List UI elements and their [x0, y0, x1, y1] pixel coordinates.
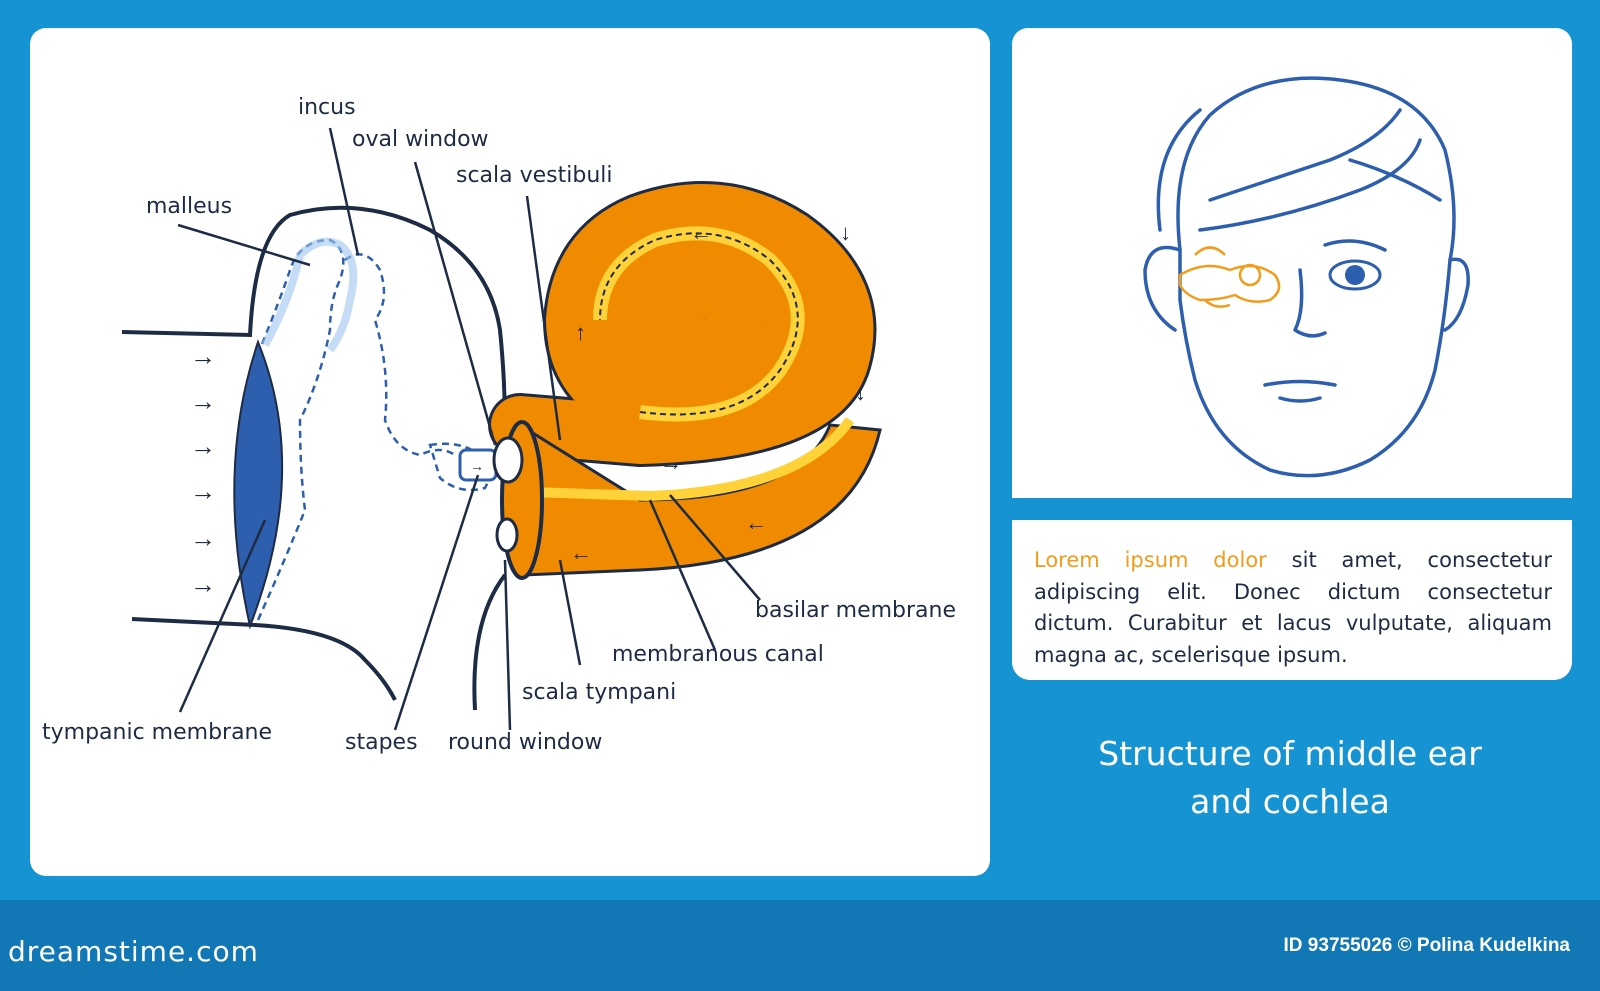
arrow-right-icon: → — [190, 476, 216, 506]
label-membranous-canal: membranous canal — [612, 642, 824, 667]
malleus-shape — [256, 238, 345, 621]
arrow-right-icon: → — [190, 569, 216, 599]
round-window-shape — [495, 517, 519, 553]
arrow-right-icon: → — [660, 450, 682, 475]
label-tympanic-membrane: tympanic membrane — [42, 720, 273, 745]
label-round-window: round window — [448, 730, 603, 755]
arrow-down-icon: ↓ — [840, 220, 851, 245]
arrow-right-icon: → — [190, 386, 216, 416]
lower-lip — [1278, 396, 1322, 403]
nose — [1293, 268, 1327, 338]
face-illustration — [1143, 76, 1470, 478]
head-outline — [1176, 76, 1456, 478]
label-malleus: malleus — [146, 194, 233, 219]
caption-text: Lorem ipsum dolor sit amet, consectetur … — [1034, 545, 1552, 671]
stapes-arrow-icon: → — [470, 458, 484, 474]
ear-canal-outline — [121, 205, 507, 426]
page-title: Structure of middle ear and cochlea — [1030, 730, 1550, 826]
flow-arrows: → ← ← ↓ ↓ ↑ ← — [570, 220, 866, 565]
arrow-left-icon: ← — [745, 510, 767, 535]
label-incus: incus — [298, 95, 356, 120]
caption-panel — [1012, 520, 1572, 680]
leader-lines — [177, 127, 761, 731]
arrow-left-icon: ← — [690, 220, 712, 245]
label-oval-window: oval window — [352, 127, 489, 152]
round-window-nerve — [472, 573, 507, 711]
mouth — [1263, 379, 1337, 387]
hair-line-1 — [1208, 108, 1402, 202]
ear-canal-lower-outline — [131, 617, 397, 701]
oval-window-shape — [492, 436, 524, 484]
footer-credit: ID 93755026 © Polina Kudelkina — [1283, 935, 1570, 956]
arrow-right-icon: → — [190, 431, 216, 461]
eyebrow — [1323, 239, 1387, 252]
incus-shape — [344, 253, 456, 457]
title-line-1: Structure of middle ear — [1098, 734, 1482, 773]
arrow-right-icon: → — [190, 523, 216, 553]
ear-outline — [1143, 245, 1182, 332]
arrow-up-icon: ↑ — [575, 320, 586, 345]
right-ear-outline — [1443, 257, 1470, 332]
footer-bar — [0, 900, 1600, 991]
caption-highlight: Lorem ipsum dolor — [1034, 548, 1267, 572]
label-scala-vestibuli: scala vestibuli — [456, 163, 613, 188]
ear-anatomy-icon — [1178, 246, 1281, 308]
caption-body: sit amet, consectetur adipiscing elit. D… — [1034, 548, 1552, 667]
hair-line-3 — [1156, 108, 1202, 232]
hair-line-4 — [1348, 158, 1442, 202]
arrow-down-icon: ↓ — [855, 380, 866, 405]
sound-arrows: → → → → → → — [190, 341, 216, 599]
incus-body — [261, 237, 358, 353]
eye-icon — [1345, 265, 1365, 285]
arrow-left-icon: ← — [570, 540, 592, 565]
arrow-right-icon: → — [190, 341, 216, 371]
tympanic-membrane-shape — [233, 339, 284, 630]
label-stapes: stapes — [345, 730, 418, 755]
footer-logo: dreamstime.com — [8, 935, 259, 968]
ear-diagram: → → → → → → → → ← ← ↓ ↓ ↑ ← — [121, 127, 882, 731]
label-scala-tympani: scala tympani — [522, 680, 677, 705]
label-basilar-membrane: basilar membrane — [755, 598, 957, 623]
membranous-canal-dashed-line — [599, 232, 799, 416]
title-line-2: and cochlea — [1190, 782, 1390, 821]
hair-line-2 — [1198, 138, 1422, 232]
face-panel — [1012, 28, 1572, 498]
